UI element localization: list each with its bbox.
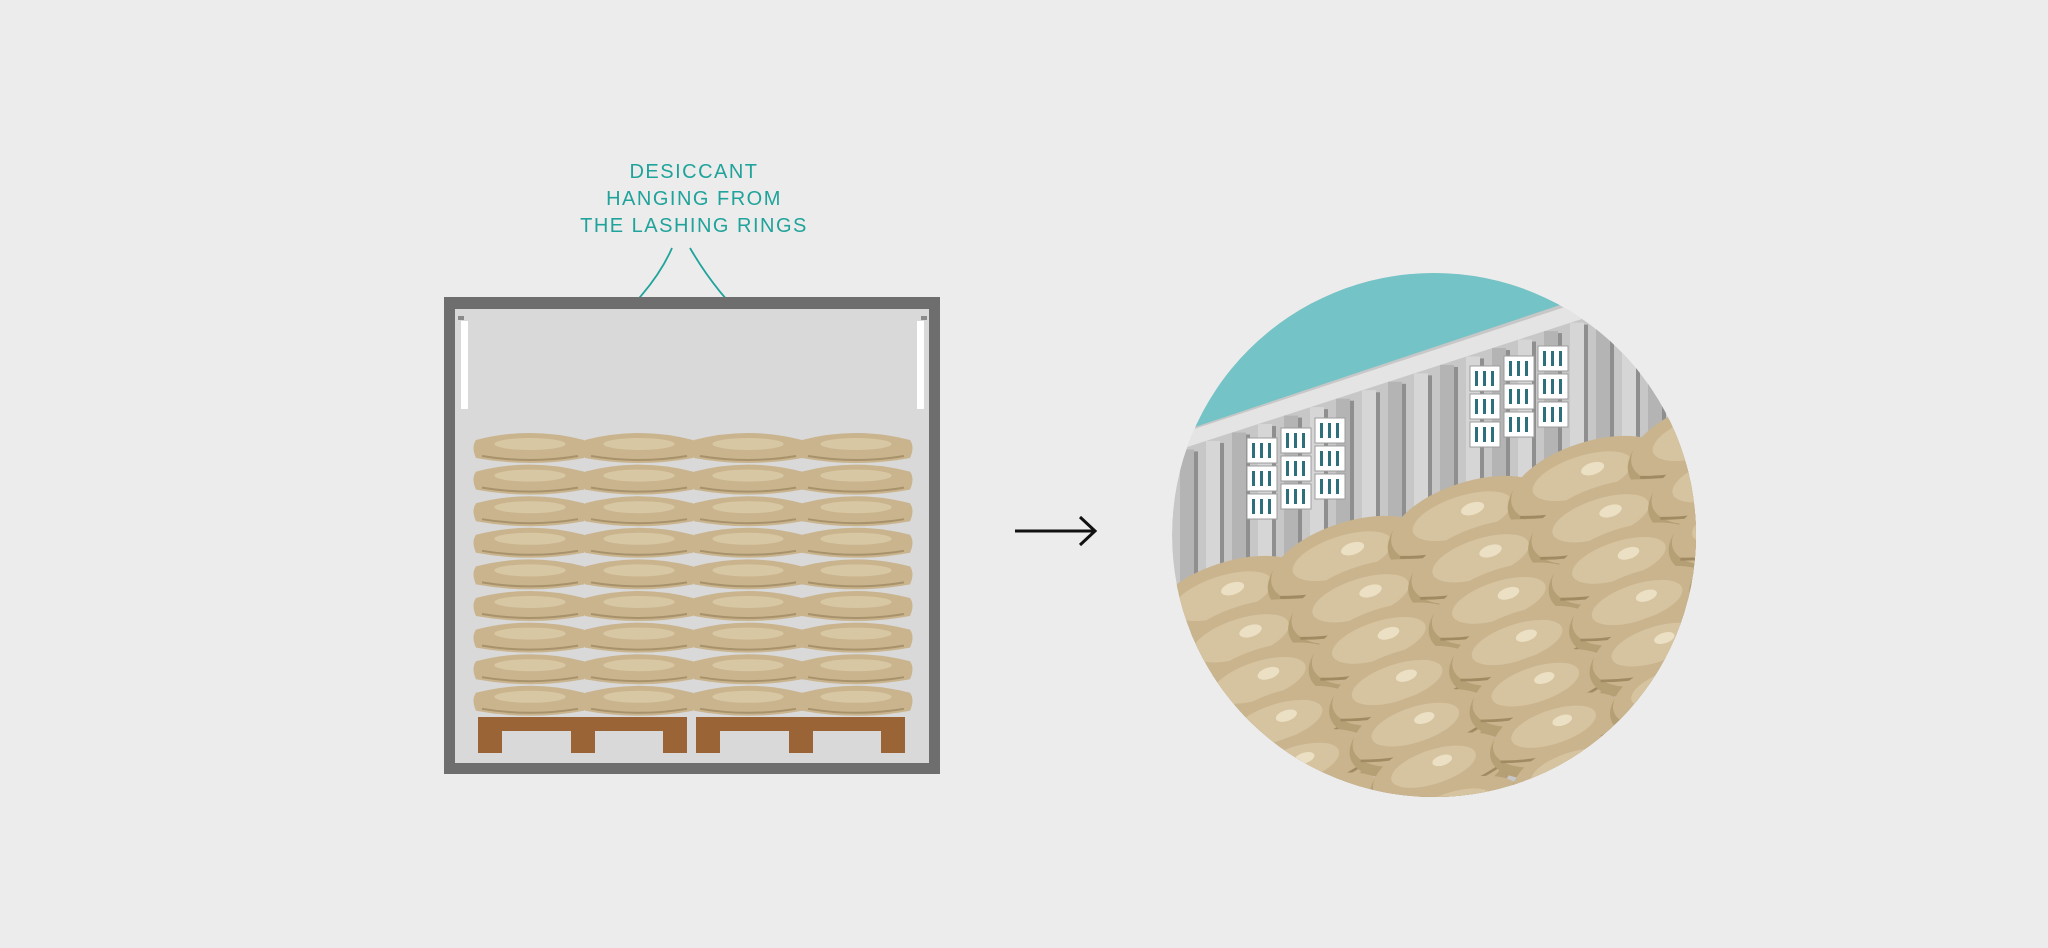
- shipping-container-icon: [444, 297, 940, 774]
- sack-bag: [1740, 640, 1900, 755]
- annotation-line-2: HANGING FROM: [606, 188, 782, 210]
- sack-bag: [473, 622, 587, 653]
- annotation-line-1: DESICCANT: [629, 161, 758, 183]
- desiccant-pack: [1280, 483, 1312, 510]
- sack-bag: [1630, 695, 1696, 780]
- desiccant-pack: [1503, 383, 1535, 410]
- desiccant-pack: [1537, 345, 1569, 372]
- sack-bag: [1860, 600, 2020, 715]
- pallet-icon: [478, 717, 905, 753]
- sack-bag: [582, 433, 696, 463]
- desiccant-pack: [1469, 365, 1501, 392]
- sack-bag: [691, 654, 805, 685]
- desiccant-pack: [1469, 421, 1501, 448]
- sack-bag: [582, 464, 696, 495]
- desiccant-pack: [1280, 427, 1312, 454]
- sack-bag: [473, 527, 587, 558]
- sack-bag: [473, 496, 587, 527]
- desiccant-pack: [1280, 455, 1312, 482]
- sack-bag: [799, 622, 913, 653]
- sack-bag: [1719, 596, 1885, 715]
- desiccant-pack: [1314, 445, 1346, 472]
- sack-bag: [799, 527, 913, 558]
- sack-bag: [799, 591, 913, 621]
- sack-bag: [582, 654, 696, 685]
- sack-bag: [473, 685, 587, 716]
- desiccant-pack: [1246, 465, 1278, 492]
- sack-bag: [582, 559, 696, 590]
- sack-bag: [582, 591, 696, 621]
- desiccant-pack: [1503, 355, 1535, 382]
- sack-bag: [1839, 556, 2005, 675]
- desiccant-strip-icon: [458, 316, 927, 409]
- sack-bag: [473, 654, 587, 685]
- sack-bag: [691, 622, 805, 653]
- sack-bag: [582, 527, 696, 558]
- sack-bag: [473, 464, 587, 495]
- desiccant-strip-icon: [1246, 345, 1569, 520]
- sack-bag-stack: [473, 433, 913, 716]
- sack-bag: [582, 496, 696, 527]
- desiccant-pack: [1314, 473, 1346, 500]
- sack-bag: [691, 464, 805, 495]
- sack-bag: [691, 685, 805, 716]
- desiccant-pack: [1246, 493, 1278, 520]
- desiccant-pack: [1246, 437, 1278, 464]
- sack-bag: [1260, 800, 1420, 915]
- desiccant-pack: [1469, 393, 1501, 420]
- sack-bag: [799, 685, 913, 716]
- sack-bag: [1689, 525, 1696, 619]
- sack-bag: [1698, 552, 1870, 675]
- sack-bag: [691, 496, 805, 527]
- sack-bag: [691, 591, 805, 621]
- desiccant-pack: [1314, 417, 1346, 444]
- magnified-detail-icon: [1172, 273, 2020, 915]
- sack-bag: [799, 496, 913, 527]
- sack-bag: [473, 433, 587, 463]
- sack-bag: [582, 685, 696, 716]
- sack-bag: [1797, 468, 1975, 595]
- desiccant-pack: [1537, 401, 1569, 428]
- sack-bag: [799, 654, 913, 685]
- sack-bag: [1818, 512, 1990, 635]
- annotation-line-3: THE LASHING RINGS: [580, 215, 808, 237]
- sack-bag: [582, 622, 696, 653]
- sack-bag: [473, 559, 587, 590]
- sack-bag: [1776, 424, 1959, 556]
- container-ceiling: [1172, 273, 1696, 440]
- sack-bag: [1735, 337, 1930, 477]
- annotation-label: DESICCANT HANGING FROM THE LASHING RINGS: [580, 161, 808, 237]
- desiccant-pack: [1503, 411, 1535, 438]
- sack-bag: [691, 433, 805, 463]
- sack-bag: [799, 464, 913, 495]
- sack-bag: [691, 527, 805, 558]
- desiccant-pack: [1537, 373, 1569, 400]
- right-arrow-icon: [1015, 515, 1098, 547]
- sack-bag: [799, 559, 913, 590]
- sack-bag: [691, 559, 805, 590]
- sack-bag: [799, 433, 913, 463]
- sack-bag: [473, 591, 587, 621]
- sack-bag: [1755, 381, 1944, 517]
